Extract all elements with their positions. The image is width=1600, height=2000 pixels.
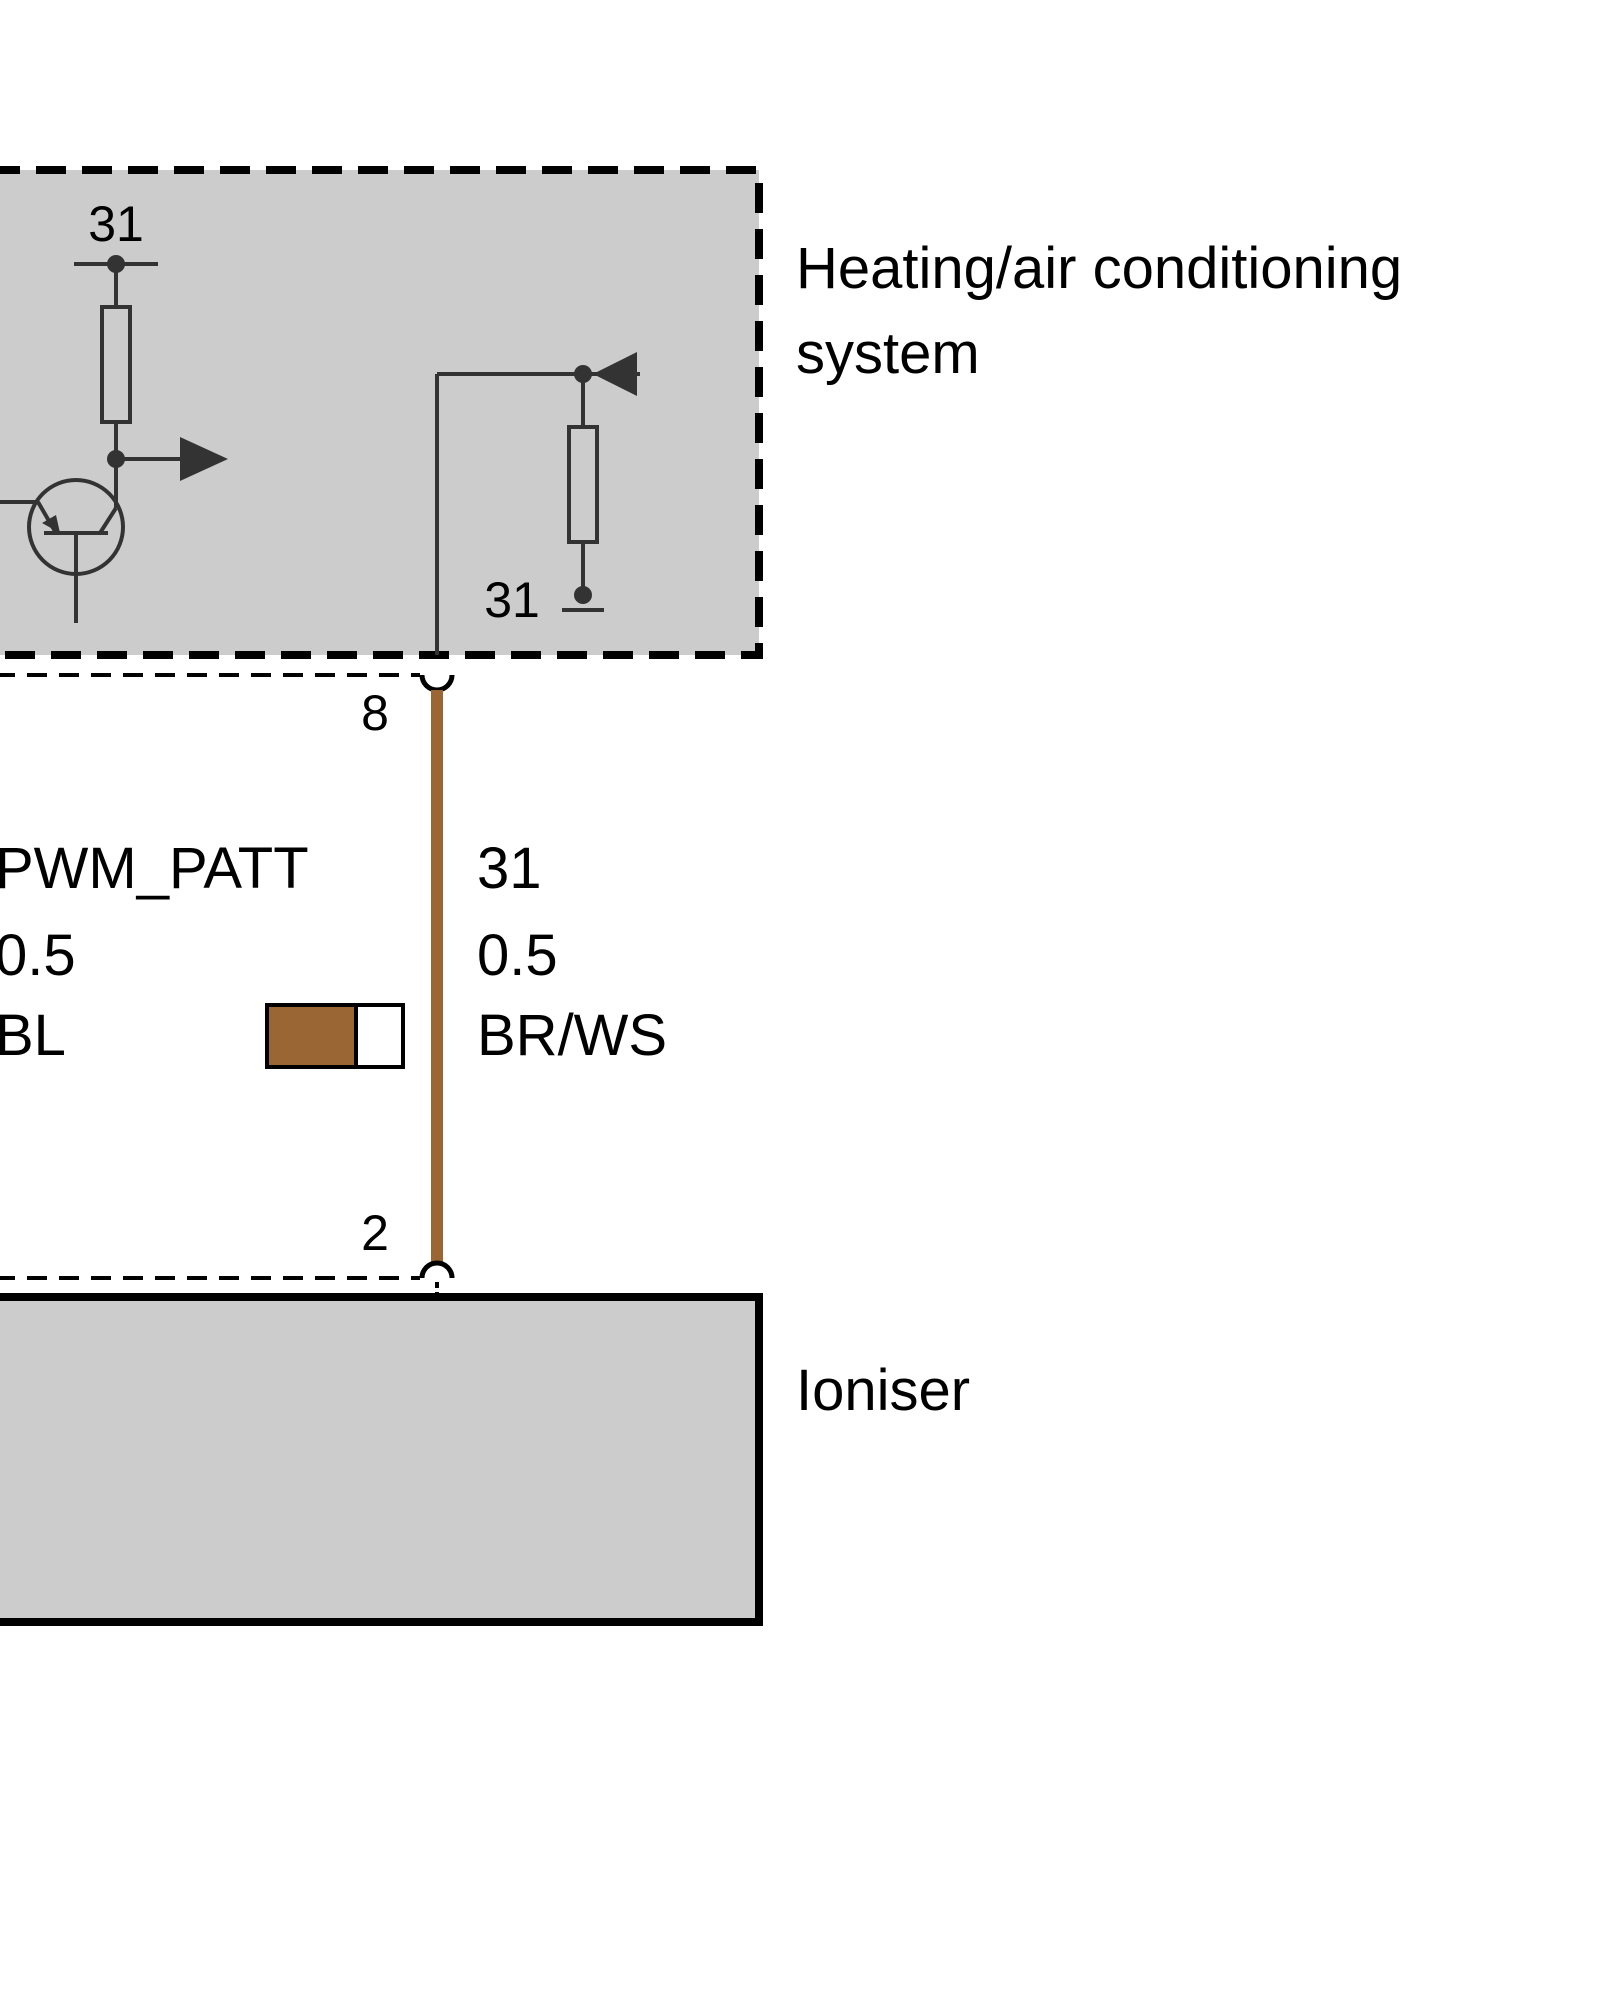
swatch-white [354,1003,405,1069]
hvac-module [0,166,763,659]
hvac-module-body [0,170,759,655]
hvac-module-border [0,166,763,659]
hvac-name-line2: system [796,321,980,386]
wire-right-gauge: 0.5 [477,923,558,988]
wire-left-color: BL [0,1003,66,1068]
ioniser-name: Ioniser [796,1358,970,1423]
ground-terminal-label: 31 [88,196,144,252]
pin-8-label: 8 [361,685,389,741]
wire-left-signal: PWM_PATT [0,836,309,901]
wire-color-swatch [265,1003,405,1069]
wire-left-gauge: 0.5 [0,923,76,988]
wire-right-signal: 31 [477,836,542,901]
emitter-arrow-icon [42,515,60,533]
output-arrow-icon [180,437,228,481]
transistor-collector [98,506,118,535]
hvac-internal-circuit-left [0,255,228,623]
hvac-internal-circuit-right [435,352,640,655]
pin-2-connector [419,1260,455,1279]
ioniser-module-body [0,1293,763,1626]
pin-2-label: 2 [361,1205,389,1261]
input-arrow-icon [593,352,637,396]
ground-terminal-label: 31 [484,572,540,628]
ioniser-module [0,1282,763,1626]
hvac-name-line1: Heating/air conditioning [796,236,1402,301]
wire-right-color: BR/WS [477,1003,667,1068]
swatch-brown [265,1003,358,1069]
junction-dot [574,586,592,604]
pin-8-connector [419,674,455,693]
